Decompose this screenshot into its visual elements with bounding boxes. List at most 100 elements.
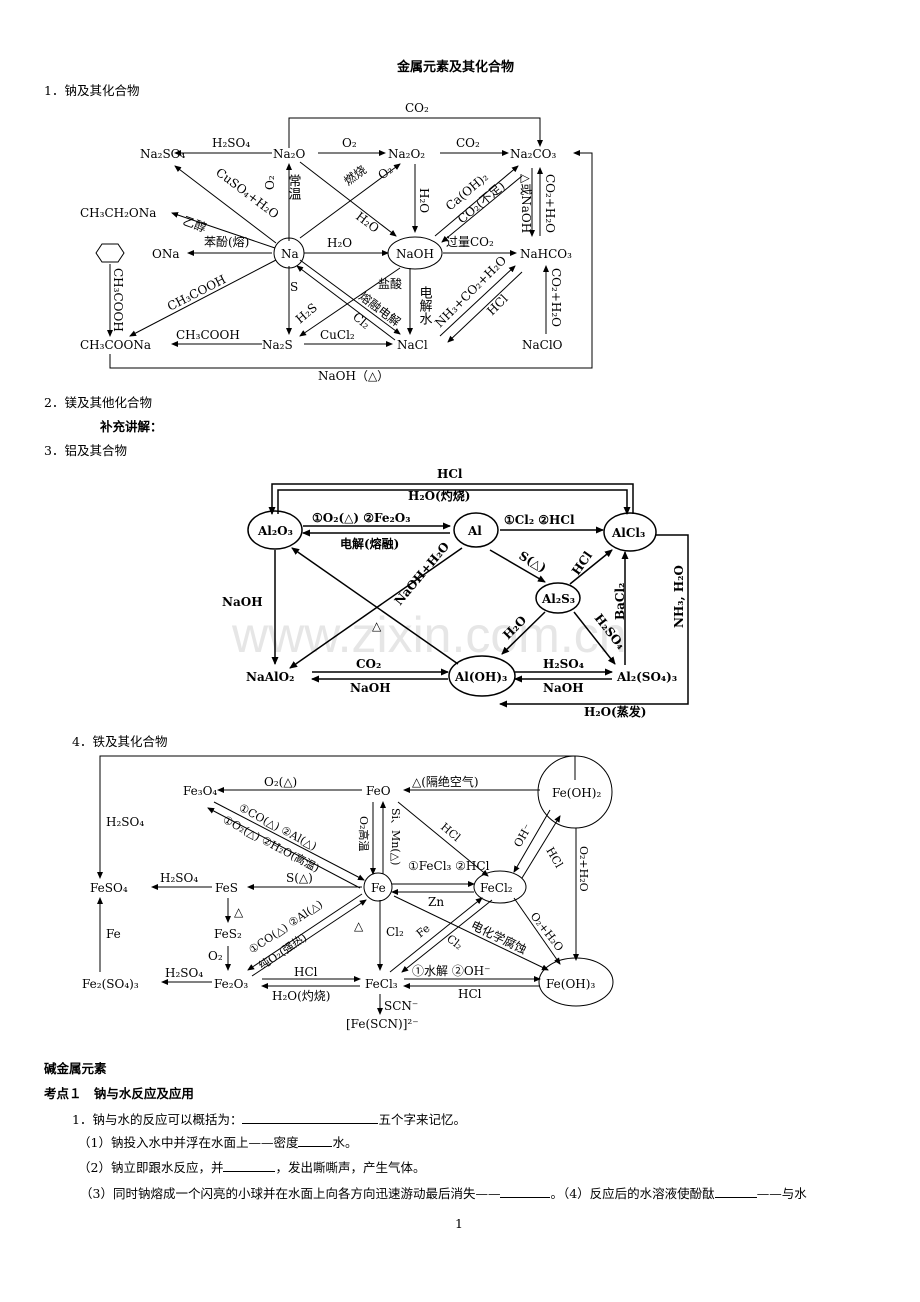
label-hcl: HCl bbox=[484, 292, 511, 319]
label-o2-heat: O₂(△) bbox=[264, 775, 297, 789]
node-feoh3: Fe(OH)₃ bbox=[546, 977, 595, 991]
q1-3-text-a: （3）同时钠熔成一个闪亮的小球并在水面上向各方向迅速游动最后消失—— bbox=[80, 1186, 501, 1201]
label-ch3cooh-vert: CH₃COOH bbox=[111, 268, 125, 332]
label-h2so4-vert: H₂SO₄ bbox=[106, 815, 144, 829]
label-cuso4: CuSO₄+H₂O bbox=[213, 165, 281, 221]
label-naoh-h2o: NaOH+H₂O bbox=[392, 539, 453, 607]
node-al: Al bbox=[467, 524, 482, 538]
q1-3-blank[interactable] bbox=[500, 1185, 551, 1198]
label-heat-or-naoh: △或NaOH bbox=[519, 174, 533, 233]
label-fecl3-hcl: ①FeCl₃ ②HCl bbox=[408, 859, 490, 873]
label-electrochem: 电化学腐蚀 bbox=[469, 917, 530, 957]
label-naoh-heat: NaOH（△） bbox=[318, 369, 389, 383]
label-oh: OH⁻ bbox=[511, 822, 535, 850]
node-na2so4: Na₂SO₄ bbox=[140, 147, 186, 161]
label-nh3-co2: NH₃+CO₂+H₂O bbox=[432, 253, 509, 330]
label-fe-diag: Fe bbox=[414, 922, 433, 941]
label-naoh: NaOH bbox=[222, 595, 263, 609]
label-hydrolysis-oh: ①水解 ②OH⁻ bbox=[412, 964, 490, 978]
label-o2-vert: O₂ bbox=[263, 175, 277, 190]
label-hcl-feo: HCl bbox=[438, 820, 463, 844]
q1-blank[interactable] bbox=[242, 1111, 379, 1124]
node-acetate: CH₃COONa bbox=[80, 338, 151, 352]
label-h2o: H₂O bbox=[327, 236, 352, 250]
q1-2-blank[interactable] bbox=[223, 1159, 276, 1172]
label-hcl-fe2o3: HCl bbox=[294, 965, 318, 979]
label-fe: Fe bbox=[106, 927, 121, 941]
node-phenoxide: ONa bbox=[152, 247, 180, 261]
label-h2so4: H₂SO₄ bbox=[543, 657, 584, 671]
label-o2-h2o-vert: O₂+H₂O bbox=[577, 846, 590, 892]
label-naoh-bottom: NaOH bbox=[350, 681, 391, 695]
node-al2o3: Al₂O₃ bbox=[257, 524, 293, 538]
key-point: 考点１ 钠与水反应及应用 bbox=[44, 1083, 194, 1102]
label-excess-co2: 过量CO₂ bbox=[446, 235, 494, 249]
label-cucl2: CuCl₂ bbox=[320, 328, 355, 342]
node-fescn: [Fe(SCN)]²⁻ bbox=[346, 1017, 419, 1031]
supplement-note: 补充讲解： bbox=[100, 419, 163, 434]
q1-1-blank[interactable] bbox=[298, 1134, 333, 1147]
label-hcl-acid: 盐酸 bbox=[378, 276, 402, 291]
node-al2s3: Al₂S₃ bbox=[541, 592, 575, 606]
label-co2-h2o: CO₂+H₂O bbox=[543, 174, 557, 233]
key-point-label: 考点１ bbox=[44, 1086, 82, 1101]
label-hcl-top: HCl bbox=[437, 467, 463, 481]
label-o2: O₂ bbox=[208, 949, 223, 963]
q1-1-text-b: 水。 bbox=[332, 1135, 358, 1150]
q1-4-blank[interactable] bbox=[714, 1185, 757, 1198]
node-fecl2: FeCl₂ bbox=[480, 881, 513, 895]
label-cl2-vert: Cl₂ bbox=[386, 925, 404, 939]
iron-diagram: Fe₃O₄ O₂(△) FeO △(隔绝空气) Fe(OH)₂ ①CO(△) ②… bbox=[82, 755, 614, 1031]
label-o2-h2o-diag: O₂+H₂O bbox=[528, 910, 566, 954]
q1-3-text-b: 。（4）反应后的水溶液使酚酞 bbox=[550, 1186, 715, 1201]
node-fe2so43: Fe₂(SO₄)₃ bbox=[82, 977, 139, 991]
node-na2co3: Na₂CO₃ bbox=[510, 147, 556, 161]
node-na: Na bbox=[281, 247, 299, 261]
label-heat-fe: △ bbox=[354, 919, 364, 933]
section-aluminum-heading: 3．铝及其合物 bbox=[44, 443, 127, 458]
label-co2-h2o-b: CO₂+H₂O bbox=[549, 268, 563, 327]
question-1-2: （2）钠立即跟水反应，并 ，发出嘶嘶声，产生气体。 bbox=[78, 1157, 425, 1176]
node-fe2o3: Fe₂O₃ bbox=[214, 977, 248, 991]
page-title: 金属元素及其化合物 bbox=[397, 60, 515, 75]
section-magnesium-heading: 2．镁及其他化合物 bbox=[44, 395, 152, 410]
label-h2s: H₂S bbox=[293, 300, 320, 326]
label-s: S bbox=[290, 280, 298, 294]
node-naclo: NaClO bbox=[522, 338, 563, 352]
label-h2o-evap: H₂O(蒸发) bbox=[584, 704, 646, 719]
node-ethoxide: CH₃CH₂ONa bbox=[80, 206, 156, 220]
label-hcl-feoh3: HCl bbox=[458, 987, 482, 1001]
node-na2s: Na₂S bbox=[262, 338, 293, 352]
label-cl2-hcl: ①Cl₂ ②HCl bbox=[504, 513, 575, 527]
alkali-heading: 碱金属元素 bbox=[44, 1061, 107, 1076]
label-h2so4: H₂SO₄ bbox=[212, 136, 250, 150]
sodium-diagram: CO₂ H₂SO₄ O₂ CO₂ Na₂SO₄ Na₂O Na₂O₂ Na₂CO… bbox=[80, 101, 593, 383]
q1-text-a: 1．钠与水的反应可以概括为： bbox=[72, 1112, 243, 1127]
label-ch3cooh: CH₃COOH bbox=[176, 328, 240, 342]
label-co2: CO₂ bbox=[405, 101, 429, 115]
label-normal-temp: 常温 bbox=[286, 174, 302, 200]
label-ethanol: 乙醇 bbox=[181, 213, 209, 235]
label-phenol: 苯酚(熔) bbox=[204, 234, 249, 249]
q1-2-text-a: （2）钠立即跟水反应，并 bbox=[78, 1160, 224, 1175]
node-fes2: FeS₂ bbox=[214, 927, 242, 941]
node-aloh3: Al(OH)₃ bbox=[454, 670, 507, 684]
label-ch3cooh-diag: CH₃COOH bbox=[165, 272, 228, 313]
section-iron-heading: 4．铁及其化合物 bbox=[72, 734, 168, 749]
node-naoh: NaOH bbox=[396, 247, 434, 261]
question-1-3: （3）同时钠熔成一个闪亮的小球并在水面上向各方向迅速游动最后消失—— 。（4）反应… bbox=[80, 1183, 807, 1202]
q1-2-text-b: ，发出嘶嘶声，产生气体。 bbox=[275, 1160, 426, 1175]
node-fecl3: FeCl₃ bbox=[365, 977, 398, 991]
label-o2-high: O₂高温 bbox=[357, 816, 371, 851]
q1-text-b: 五个字来记忆。 bbox=[378, 1112, 466, 1127]
label-h2o-diag: H₂O bbox=[353, 209, 382, 235]
label-h2so4-fes: H₂SO₄ bbox=[160, 871, 198, 885]
label-o2-fe2o3: ①O₂(△) ②Fe₂O₃ bbox=[312, 511, 410, 525]
node-fe: Fe bbox=[371, 881, 386, 895]
label-burn: 燃烧 bbox=[341, 162, 369, 188]
node-alcl3: AlCl₃ bbox=[611, 526, 645, 540]
label-s-heat: S(△) bbox=[286, 871, 313, 885]
label-hcl-feoh2: HCl bbox=[543, 845, 565, 871]
node-fe3o4: Fe₃O₄ bbox=[183, 784, 217, 798]
label-h2so4-fe2o3: H₂SO₄ bbox=[165, 966, 203, 980]
